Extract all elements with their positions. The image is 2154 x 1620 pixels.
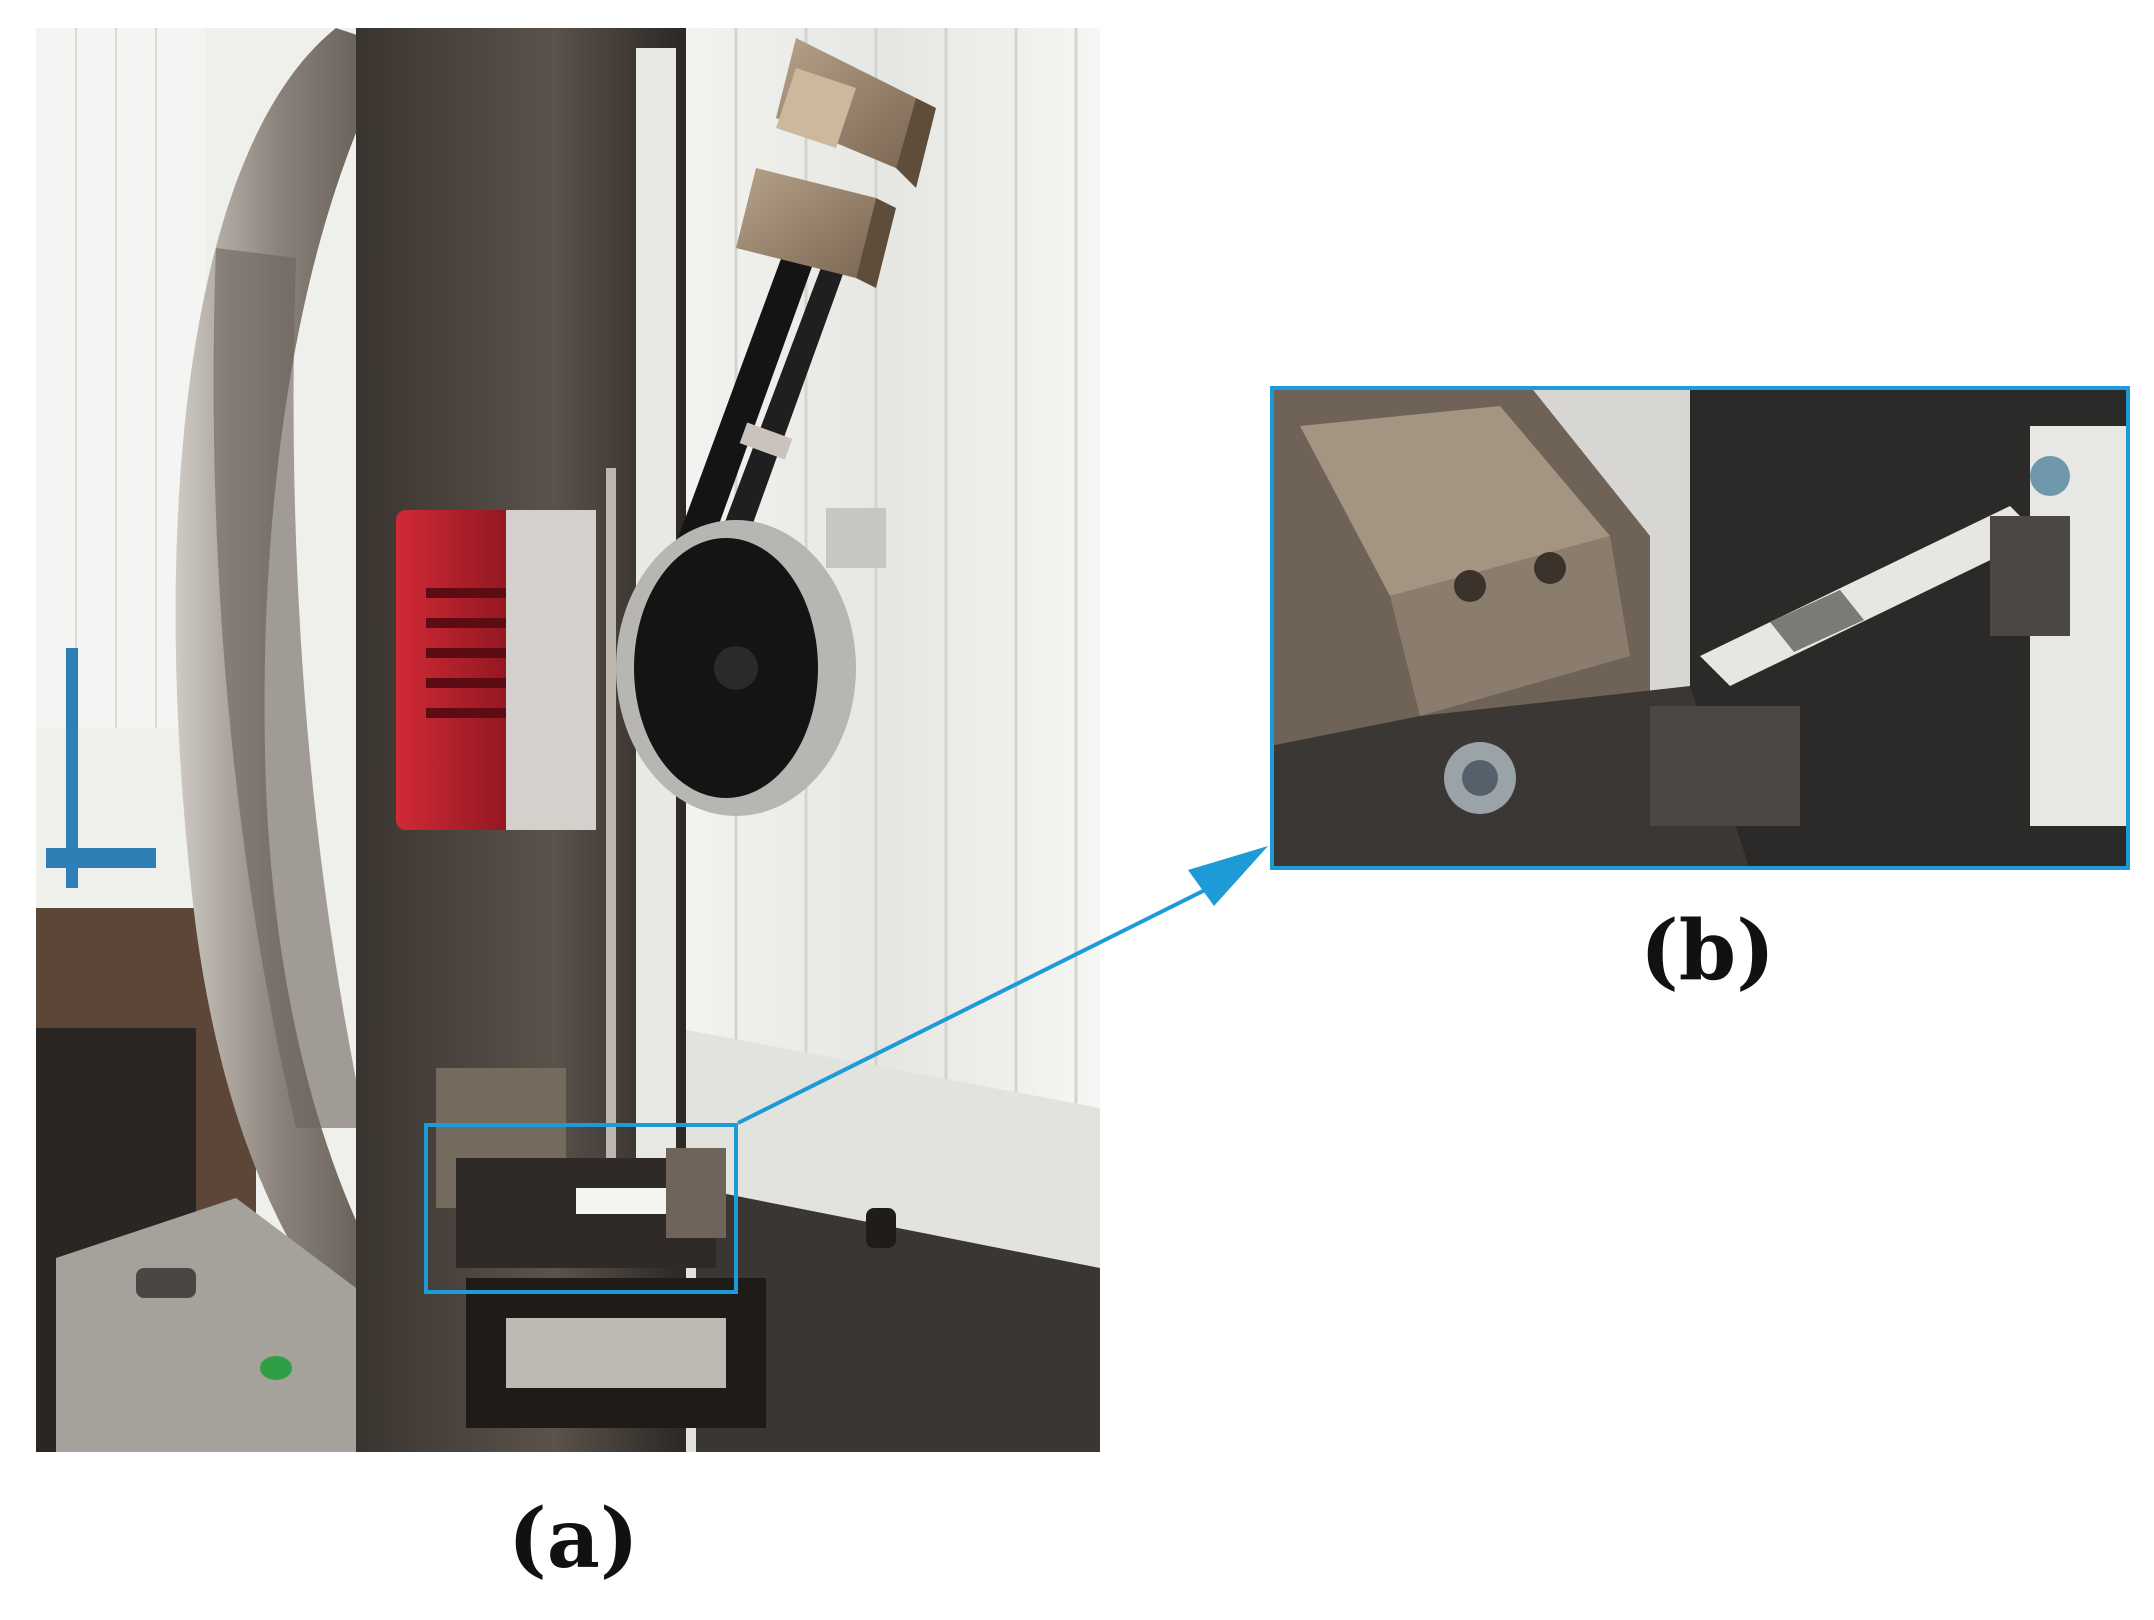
pendulum: [664, 38, 936, 598]
caption-b: (b): [1640, 903, 1775, 999]
green-button: [260, 1356, 292, 1380]
base-plate: [56, 1198, 356, 1452]
caption-a: (a): [508, 1491, 639, 1587]
fixture-closeup-illustration: [1270, 386, 2130, 870]
pendulum-tester-illustration: [36, 28, 1100, 1452]
panel-a-photo: [36, 28, 1100, 1452]
control-box: [396, 510, 596, 830]
pivot-disk: [616, 508, 886, 816]
specimen-support: [436, 1068, 766, 1428]
callout-rectangle: [424, 1123, 738, 1294]
specimen: [1700, 506, 2040, 686]
panel-b-photo: [1270, 386, 2130, 870]
